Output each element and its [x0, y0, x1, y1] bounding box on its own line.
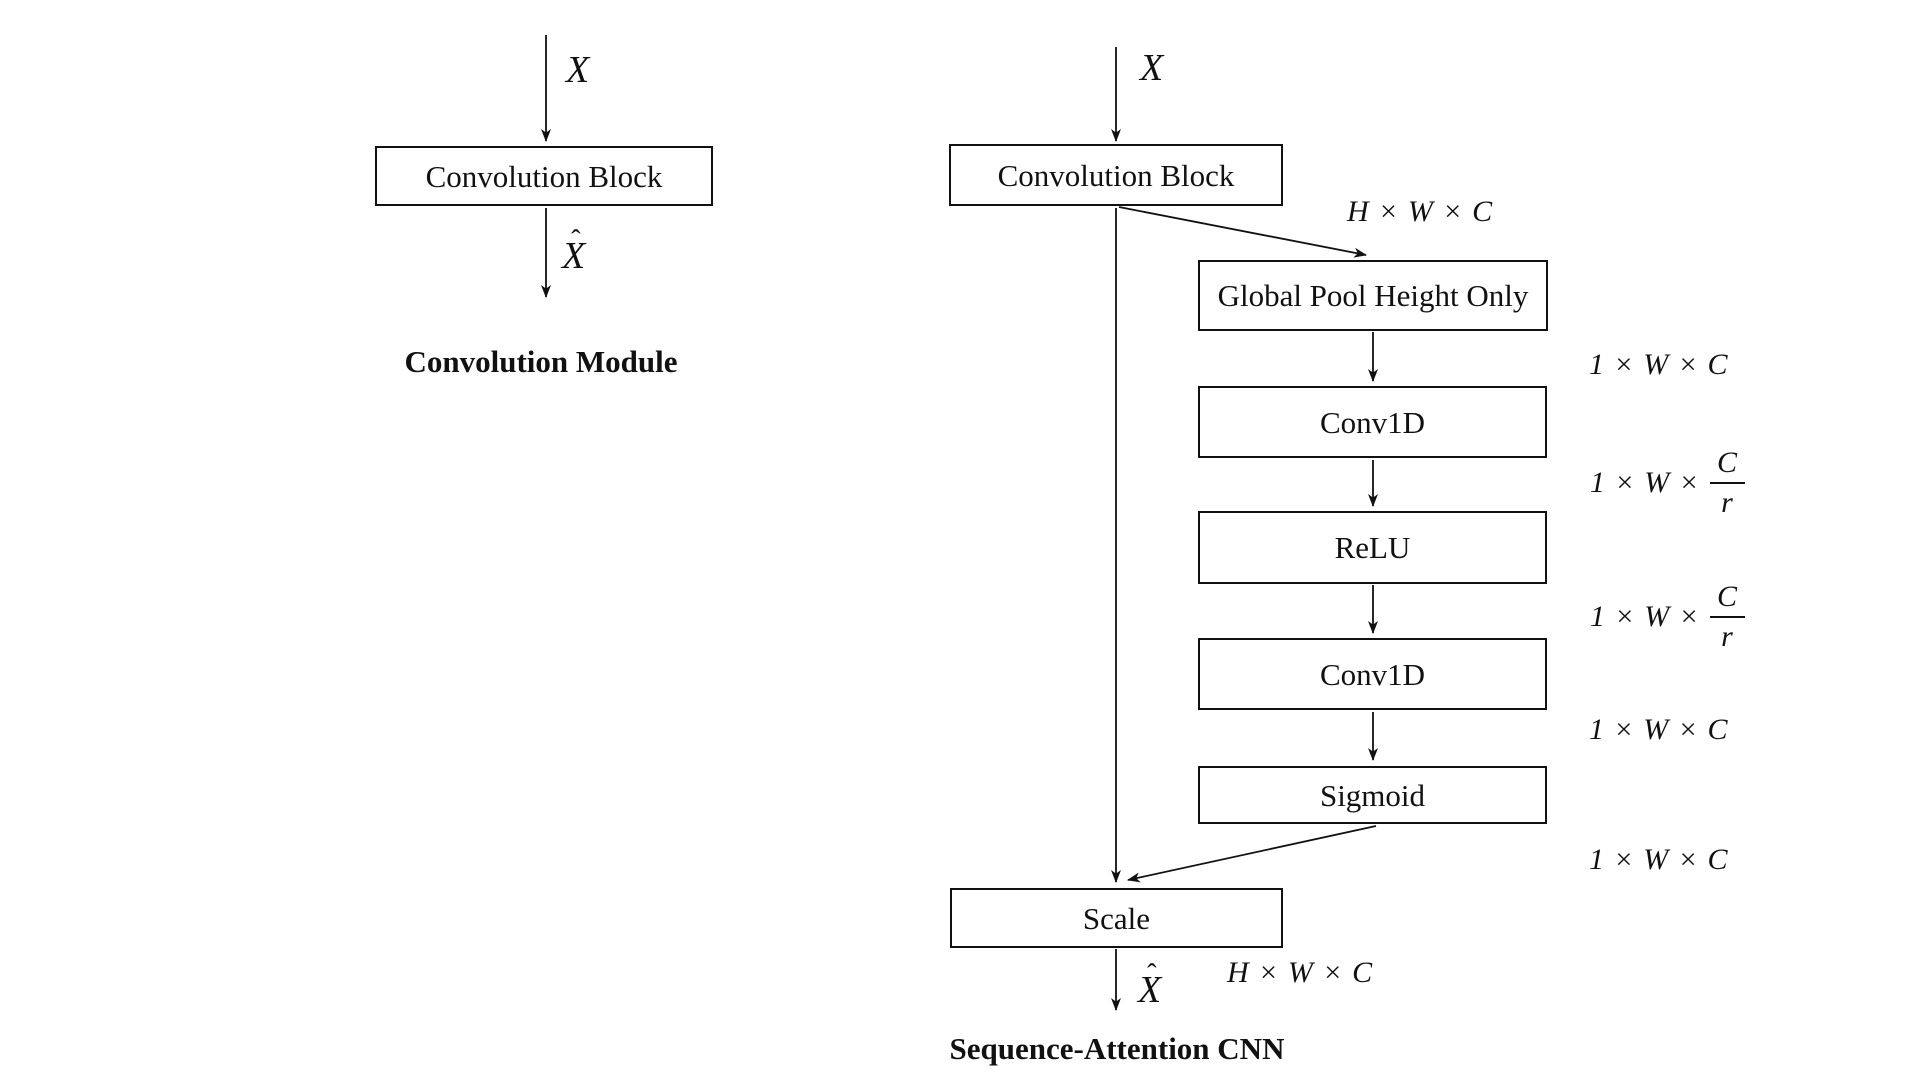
left-output-label: ˆ X	[562, 227, 587, 277]
left-convolution-block-label: Convolution Block	[425, 158, 663, 194]
dim-label-after-sigmoid: 1 × W × C	[1589, 843, 1729, 876]
right-output-label: ˆ X	[1138, 961, 1163, 1011]
conv1d-block-1: Conv1D	[1198, 386, 1547, 458]
global-pool-height-only-block: Global Pool Height Only	[1198, 260, 1548, 331]
sigmoid-label: Sigmoid	[1319, 777, 1426, 813]
dim-frac-2-prefix: 1 × W ×	[1590, 600, 1700, 633]
arrow-convblock-to-pool	[1118, 206, 1367, 258]
relu-block: ReLU	[1198, 511, 1547, 584]
dim-label-after-relu: 1 × W × C r	[1590, 582, 1745, 652]
sigmoid-block: Sigmoid	[1198, 766, 1547, 824]
dim-label-after-global-pool: 1 × W × C	[1589, 348, 1729, 381]
fraction-numerator: C	[1709, 448, 1745, 484]
left-output-letter: X	[562, 235, 587, 277]
dim-label-after-scale: H × W × C	[1227, 956, 1374, 989]
right-convolution-block-label: Convolution Block	[997, 157, 1235, 193]
fraction-c-over-r: C r	[1709, 448, 1745, 519]
dim-frac-1-prefix: 1 × W ×	[1590, 466, 1700, 499]
relu-label: ReLU	[1334, 530, 1411, 565]
right-input-label: X	[1140, 47, 1165, 89]
right-output-letter: X	[1138, 969, 1163, 1011]
fraction-denominator: r	[1721, 486, 1734, 519]
left-convolution-block: Convolution Block	[375, 146, 713, 206]
hat-accent: ˆ	[1147, 959, 1158, 991]
global-pool-label: Global Pool Height Only	[1217, 278, 1529, 313]
arrow-sigmoid-to-scale	[1127, 825, 1377, 883]
dim-label-after-conv1d-2: 1 × W × C	[1589, 713, 1729, 746]
conv1d-1-label: Conv1D	[1319, 404, 1426, 440]
right-convolution-block: Convolution Block	[949, 144, 1283, 206]
fraction-numerator: C	[1709, 582, 1745, 618]
hat-accent: ˆ	[571, 225, 582, 257]
scale-block: Scale	[950, 888, 1283, 948]
conv1d-2-label: Conv1D	[1319, 656, 1426, 692]
dim-label-after-conv-block: H × W × C	[1347, 195, 1494, 228]
conv1d-block-2: Conv1D	[1198, 638, 1547, 710]
left-diagram-title: Convolution Module	[404, 344, 678, 379]
dim-label-after-conv1d-1: 1 × W × C r	[1590, 448, 1745, 518]
left-input-label: X	[566, 49, 591, 91]
right-diagram-title: Sequence-Attention CNN	[949, 1031, 1285, 1066]
fraction-c-over-r: C r	[1709, 582, 1745, 653]
scale-label: Scale	[1082, 900, 1151, 936]
fraction-denominator: r	[1721, 620, 1734, 653]
